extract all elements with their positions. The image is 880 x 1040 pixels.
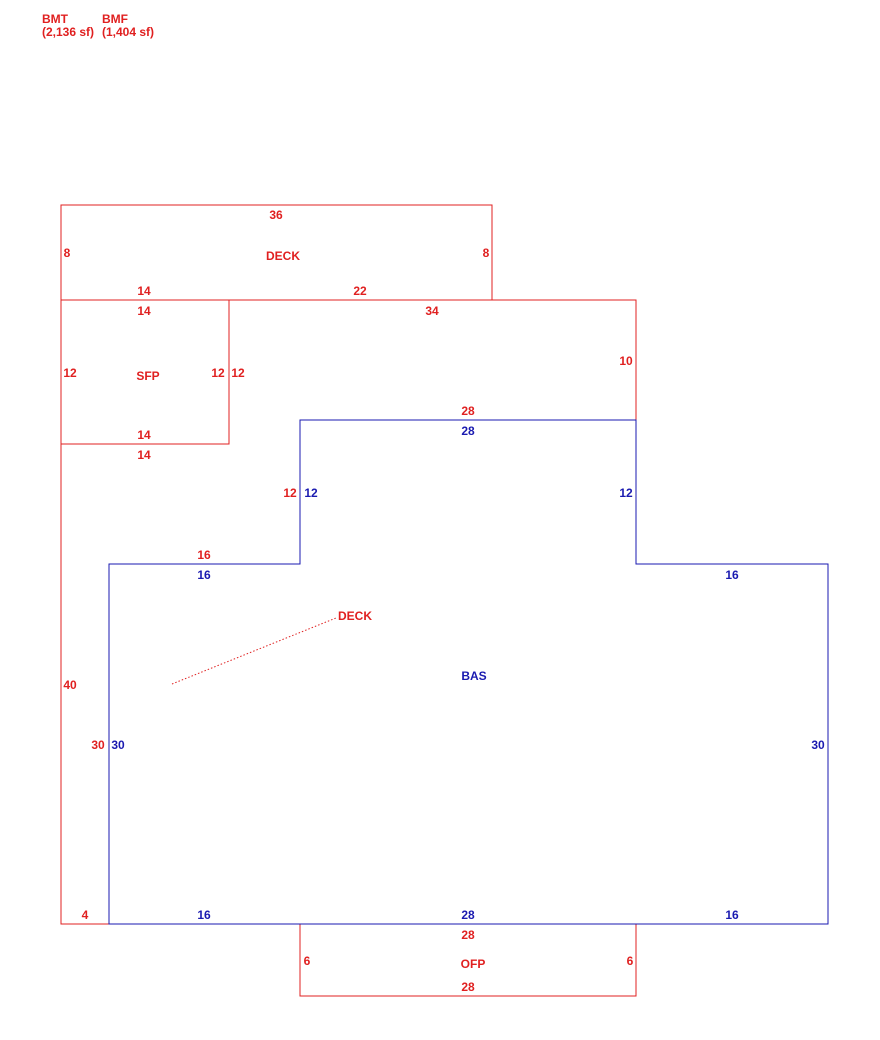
dim-bump-left-blue: 12 — [304, 486, 318, 500]
dim-upper-top: 34 — [425, 304, 439, 318]
dim-bump-right-blue: 12 — [619, 486, 633, 500]
area-label-bas: BAS — [461, 669, 486, 683]
dim-upper-right: 10 — [619, 354, 633, 368]
dim-deck-top-width: 36 — [269, 208, 283, 222]
legend-bmf-code: BMF — [102, 12, 128, 26]
sfp-outline — [61, 300, 230, 445]
dim-bump-top-red: 28 — [461, 404, 475, 418]
dim-bas-right: 30 — [811, 738, 825, 752]
dim-deck-right: 8 — [483, 246, 490, 260]
legend-bmf: BMF (1,404 sf) — [102, 13, 154, 39]
legend-bmt-code: BMT — [42, 12, 68, 26]
dim-deck-bottom-left: 14 — [137, 284, 151, 298]
dim-bas-bottom-right: 16 — [725, 908, 739, 922]
dim-bas-left-blue: 30 — [111, 738, 125, 752]
dim-bas-left-red: 30 — [91, 738, 105, 752]
dim-bump-left-red: 12 — [283, 486, 297, 500]
deck-leader-line — [171, 617, 337, 685]
ofp-outline — [299, 924, 637, 997]
dim-deck-left-height: 40 — [63, 678, 77, 692]
bas-outline — [108, 419, 829, 925]
dim-sfp-right-outer: 12 — [211, 366, 225, 380]
dim-ofp-bottom: 28 — [461, 980, 475, 994]
dim-left-ledge-blue: 16 — [197, 568, 211, 582]
dim-left-ledge-red: 16 — [197, 548, 211, 562]
dim-bas-bottom-left: 16 — [197, 908, 211, 922]
dim-ofp-top: 28 — [461, 928, 475, 942]
dim-sfp-right-inner: 12 — [231, 366, 245, 380]
legend-bmt-area: (2,136 sf) — [42, 25, 95, 39]
deck-top-outline — [60, 204, 493, 300]
dim-bottom-ledge: 4 — [82, 908, 89, 922]
dim-sfp-top: 14 — [137, 304, 151, 318]
area-label-sfp: SFP — [136, 369, 159, 383]
area-label-deck-lower: DECK — [338, 609, 372, 623]
dim-sfp-left: 12 — [63, 366, 77, 380]
area-label-ofp: OFP — [461, 957, 486, 971]
dim-deck-left: 8 — [64, 246, 71, 260]
deck-lower-outline — [60, 300, 109, 925]
dim-ofp-right: 6 — [627, 954, 634, 968]
legend-bmt: BMT (2,136 sf) — [42, 13, 94, 39]
dim-right-ledge-blue: 16 — [725, 568, 739, 582]
legend-bmf-area: (1,404 sf) — [102, 25, 155, 39]
upper-outline — [61, 299, 637, 420]
dim-deck-below-sfp: 14 — [137, 448, 151, 462]
dim-bump-top-blue: 28 — [461, 424, 475, 438]
dim-ofp-left: 6 — [304, 954, 311, 968]
dim-sfp-bottom: 14 — [137, 428, 151, 442]
area-label-deck-top: DECK — [266, 249, 300, 263]
dim-deck-bottom-right: 22 — [353, 284, 367, 298]
dim-bas-bottom-mid: 28 — [461, 908, 475, 922]
